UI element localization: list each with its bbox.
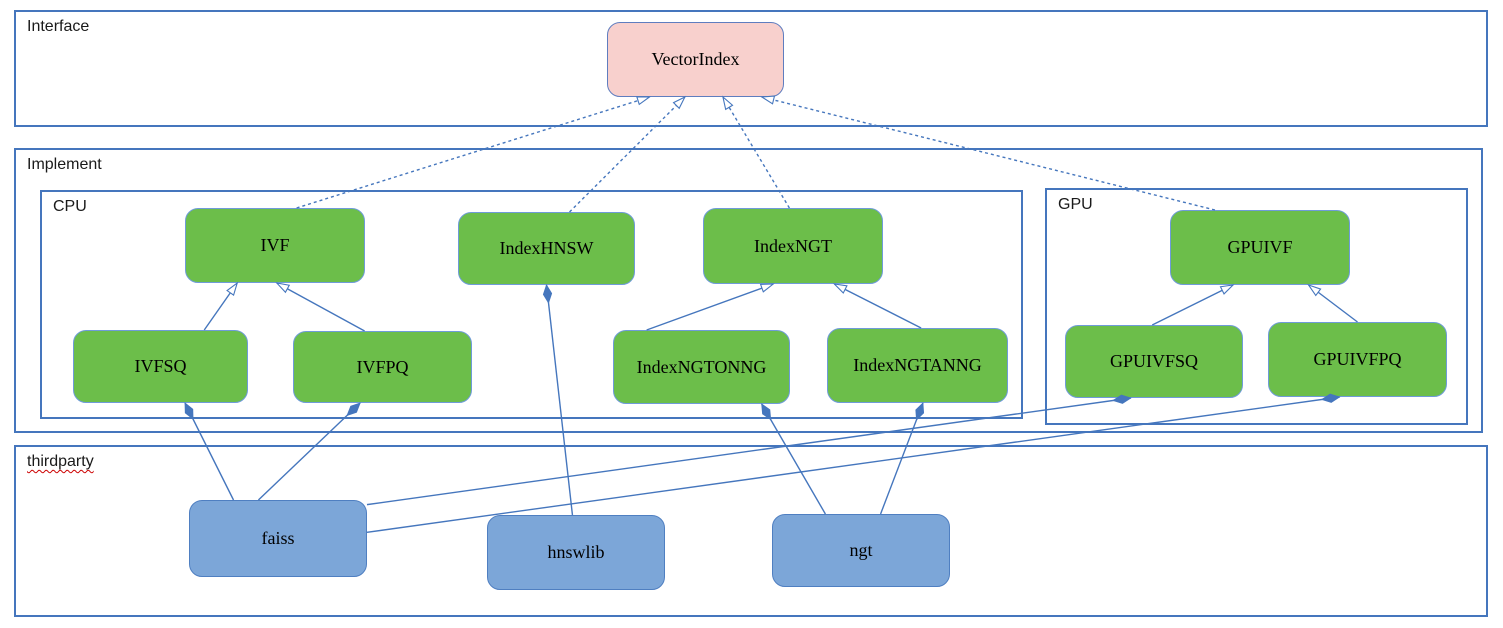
node-label-gpuivfsq: GPUIVFSQ <box>1109 351 1199 371</box>
node-vectorindex[interactable]: VectorIndex <box>607 22 784 97</box>
node-label-gpuivfpq: GPUIVFPQ <box>1313 349 1402 369</box>
node-label-faiss: faiss <box>261 528 295 548</box>
container-label-thirdparty: thirdparty <box>27 453 94 470</box>
node-label-hnswlib: hnswlib <box>547 542 605 562</box>
node-label-ivfpq: IVFPQ <box>356 356 409 377</box>
node-ivfpq[interactable]: IVFPQ <box>293 331 472 403</box>
container-label-interface: Interface <box>27 18 90 35</box>
node-ivfsq[interactable]: IVFSQ <box>73 330 248 403</box>
node-ngt[interactable]: ngt <box>772 514 950 587</box>
node-label-indexngtonng: IndexNGTONNG <box>636 356 767 377</box>
node-label-ivfsq: IVFSQ <box>134 356 187 376</box>
container-label-cpu: CPU <box>53 198 87 215</box>
node-indexngt[interactable]: IndexNGT <box>703 208 883 284</box>
node-indexhnsw[interactable]: IndexHNSW <box>458 212 635 285</box>
node-label-gpuivf: GPUIVF <box>1227 237 1293 257</box>
node-label-vectorindex: VectorIndex <box>651 49 740 69</box>
node-hnswlib[interactable]: hnswlib <box>487 515 665 590</box>
container-label-implement: Implement <box>27 156 102 173</box>
node-faiss[interactable]: faiss <box>189 500 367 577</box>
node-label-ivf: IVF <box>260 235 290 255</box>
container-label-gpu: GPU <box>1058 196 1093 213</box>
node-gpuivfpq[interactable]: GPUIVFPQ <box>1268 322 1447 397</box>
node-label-indexngtanng: IndexNGTANNG <box>853 355 982 375</box>
node-gpuivfsq[interactable]: GPUIVFSQ <box>1065 325 1243 398</box>
node-gpuivf[interactable]: GPUIVF <box>1170 210 1350 285</box>
node-indexngtanng[interactable]: IndexNGTANNG <box>827 328 1008 403</box>
node-label-indexhnsw: IndexHNSW <box>499 238 594 258</box>
node-indexngtonng[interactable]: IndexNGTONNG <box>613 330 790 404</box>
node-ivf[interactable]: IVF <box>185 208 365 283</box>
node-label-ngt: ngt <box>849 540 873 560</box>
node-label-indexngt: IndexNGT <box>754 235 832 256</box>
